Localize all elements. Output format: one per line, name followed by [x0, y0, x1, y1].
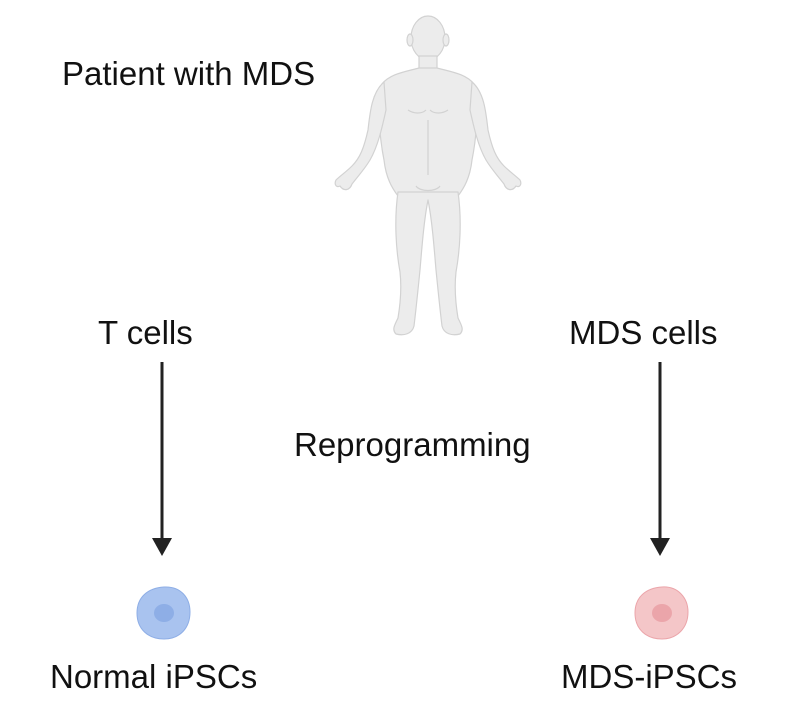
mds-cells-label: MDS cells [569, 314, 718, 351]
mds-ipscs-label: MDS-iPSCs [561, 658, 738, 695]
right-arrow [650, 362, 670, 556]
mds-ipsc-cell-icon [634, 586, 689, 640]
normal-ipscs-label: Normal iPSCs [50, 658, 258, 695]
left-arrow [152, 362, 172, 556]
normal-ipsc-cell-icon [136, 586, 191, 640]
human-body-icon [334, 15, 522, 336]
t-cells-label: T cells [98, 314, 193, 351]
patient-label: Patient with MDS [62, 55, 316, 92]
reprogramming-label: Reprogramming [294, 426, 531, 463]
